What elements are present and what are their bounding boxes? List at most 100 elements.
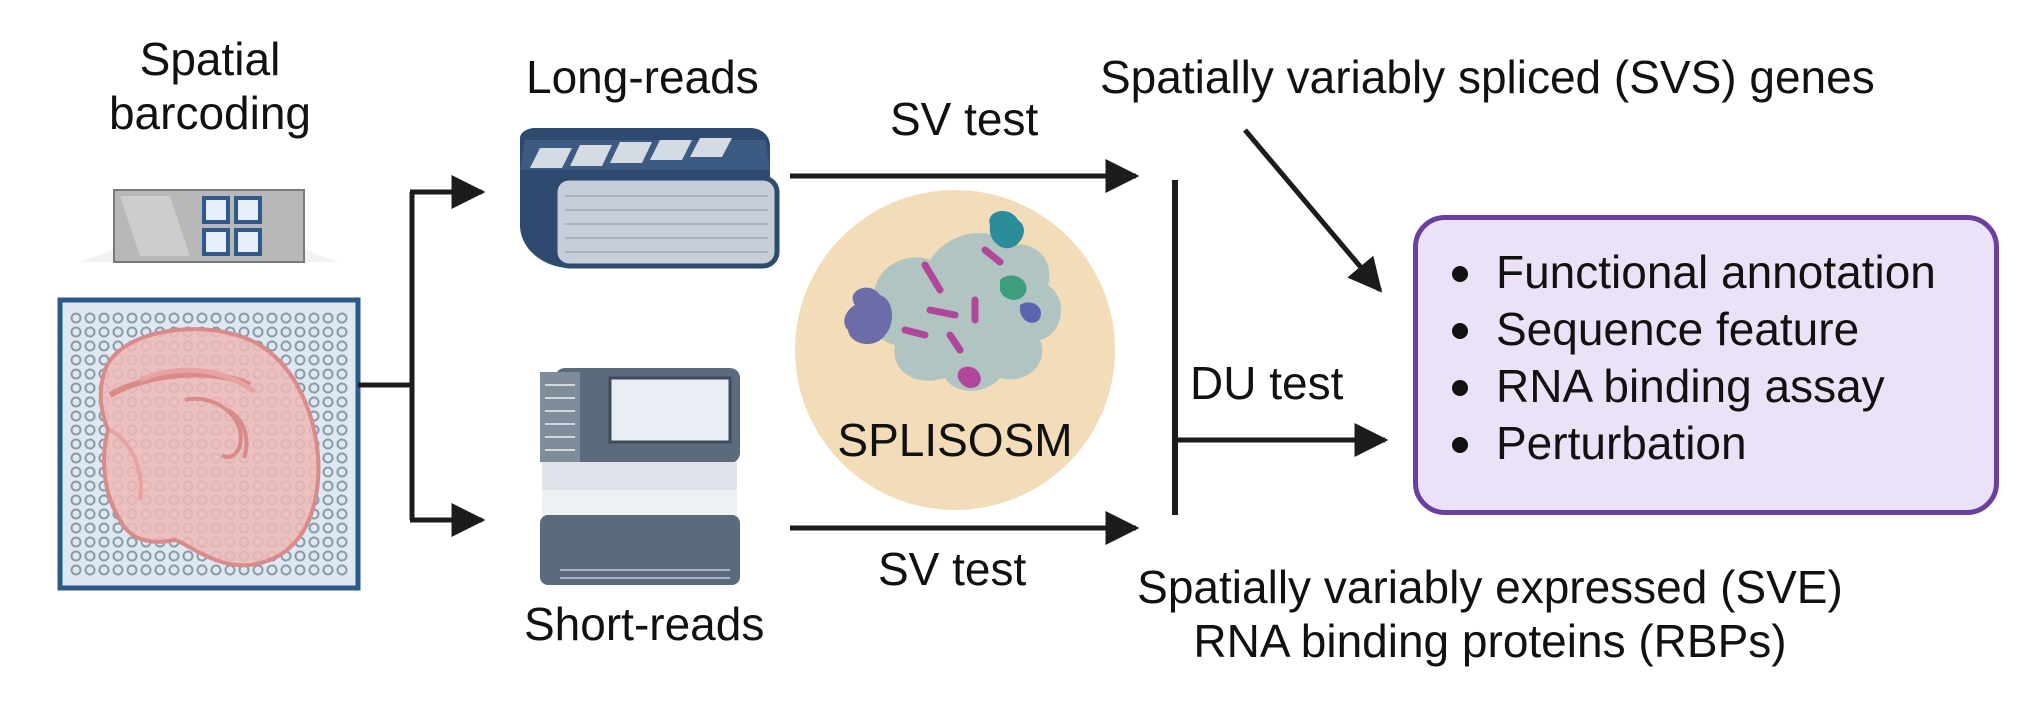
barcode-spot <box>84 326 96 338</box>
barcode-spot <box>84 424 96 436</box>
barcode-spot <box>294 312 306 324</box>
barcode-spot <box>84 312 96 324</box>
barcode-spot <box>98 312 110 324</box>
barcode-spot <box>84 466 96 478</box>
barcode-spot <box>210 564 222 576</box>
barcode-spot <box>308 312 320 324</box>
barcode-spot <box>322 340 334 352</box>
barcode-spot <box>70 438 82 450</box>
barcode-spot <box>70 340 82 352</box>
barcode-spot <box>98 508 110 520</box>
barcode-spot <box>196 312 208 324</box>
barcode-spot <box>336 396 348 408</box>
barcode-spot <box>210 312 222 324</box>
barcode-spot <box>112 550 124 562</box>
svs-genes-label: Spatially variably spliced (SVS) genes <box>1100 51 1875 103</box>
list-item: Sequence feature <box>1448 301 1994 358</box>
barcode-spot <box>294 564 306 576</box>
barcode-spot <box>336 312 348 324</box>
barcode-spot <box>280 326 292 338</box>
barcode-spot <box>84 382 96 394</box>
barcode-spot <box>336 340 348 352</box>
barcode-spot <box>168 564 180 576</box>
list-item-text: RNA binding assay <box>1496 360 1885 412</box>
barcode-spot <box>84 452 96 464</box>
list-item-text: Sequence feature <box>1496 303 1860 355</box>
barcode-spot <box>70 522 82 534</box>
barcode-spot <box>84 522 96 534</box>
barcode-spot <box>84 480 96 492</box>
barcode-spot <box>126 326 138 338</box>
barcode-spot <box>70 536 82 548</box>
barcode-spot <box>266 564 278 576</box>
barcode-spot <box>70 424 82 436</box>
barcode-spot <box>336 550 348 562</box>
barcode-spot <box>280 340 292 352</box>
barcode-spot <box>336 424 348 436</box>
barcode-spot <box>336 494 348 506</box>
barcode-spot <box>336 452 348 464</box>
barcode-spot <box>182 564 194 576</box>
svs-to-analysis-arrow <box>1243 128 1383 293</box>
barcode-spot <box>168 312 180 324</box>
barcode-spot <box>322 452 334 464</box>
short-reads-label: Short-reads <box>524 598 765 650</box>
barcode-spot <box>336 368 348 380</box>
barcode-spot <box>294 340 306 352</box>
barcode-spot <box>308 522 320 534</box>
barcode-spot <box>112 326 124 338</box>
barcode-spot <box>126 536 138 548</box>
barcode-spot <box>112 312 124 324</box>
barcode-spot <box>70 466 82 478</box>
barcode-spot <box>70 382 82 394</box>
barcode-spot <box>98 522 110 534</box>
barcode-spot <box>70 354 82 366</box>
barcode-spot <box>308 550 320 562</box>
barcode-spot <box>336 564 348 576</box>
bullet-icon <box>1452 437 1468 453</box>
barcode-spot <box>224 312 236 324</box>
barcode-spot <box>322 382 334 394</box>
barcode-spot <box>322 466 334 478</box>
barcode-spot <box>336 466 348 478</box>
barcode-spot <box>196 564 208 576</box>
barcode-spot <box>112 536 124 548</box>
barcode-spot <box>294 368 306 380</box>
barcode-spot <box>98 326 110 338</box>
barcode-spot <box>308 326 320 338</box>
barcode-spot <box>140 312 152 324</box>
split-connector <box>358 175 486 537</box>
barcode-spot <box>322 410 334 422</box>
barcode-spot <box>70 410 82 422</box>
barcode-spot <box>98 550 110 562</box>
bullet-icon <box>1452 323 1468 339</box>
tissue-slide-icon <box>57 297 361 591</box>
barcode-spot <box>84 494 96 506</box>
spatial-label-line2: barcoding <box>108 87 312 139</box>
barcode-spot <box>84 396 96 408</box>
barcode-spot <box>140 564 152 576</box>
barcode-spot <box>70 564 82 576</box>
barcode-spot <box>154 550 166 562</box>
barcode-spot <box>84 368 96 380</box>
barcode-spot <box>280 312 292 324</box>
sve-label-line1: Spatially variably expressed (SVE) <box>1137 561 1843 613</box>
list-item: Perturbation <box>1448 415 1994 472</box>
barcode-spot <box>126 312 138 324</box>
barcode-spot <box>294 326 306 338</box>
sv-test-bottom-label: SV test <box>878 543 1027 595</box>
short-read-sequencer-icon <box>540 368 740 585</box>
barcode-spot <box>84 564 96 576</box>
barcode-spot <box>336 480 348 492</box>
barcode-spot <box>112 564 124 576</box>
barcode-spot <box>238 312 250 324</box>
barcode-spot <box>322 494 334 506</box>
barcode-spot <box>266 312 278 324</box>
barcode-spot <box>84 438 96 450</box>
barcode-spot <box>84 508 96 520</box>
barcode-spot <box>336 508 348 520</box>
barcode-spot <box>322 536 334 548</box>
barcode-spot <box>266 326 278 338</box>
barcode-spot <box>322 312 334 324</box>
